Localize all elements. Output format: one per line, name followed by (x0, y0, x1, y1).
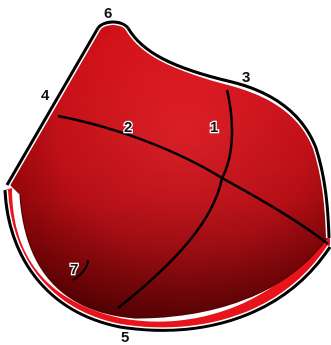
label-1: 1 (210, 119, 218, 136)
label-4: 4 (41, 87, 50, 104)
surface-shading (10, 22, 327, 318)
label-7: 7 (70, 261, 78, 278)
label-2: 2 (124, 119, 132, 136)
label-5: 5 (121, 329, 129, 345)
label-3: 3 (242, 69, 250, 86)
label-6: 6 (104, 5, 112, 22)
